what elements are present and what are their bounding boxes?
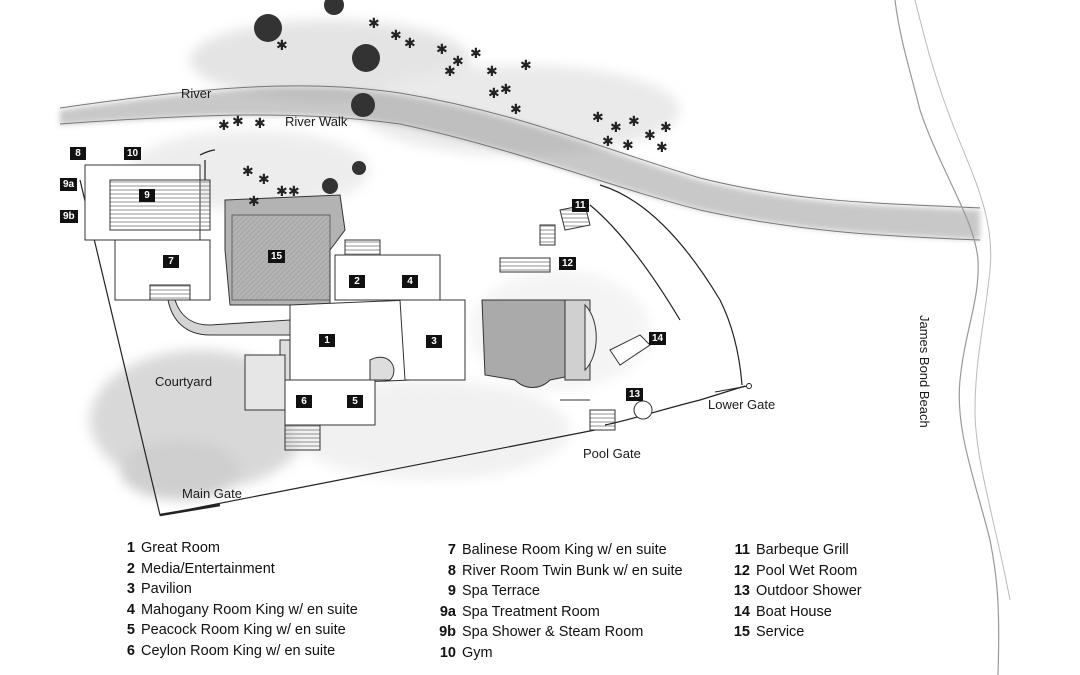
marker-9b: 9b xyxy=(60,210,78,223)
marker-9a: 9a xyxy=(60,178,78,191)
beach-label: James Bond Beach xyxy=(917,315,932,428)
svg-text:✱: ✱ xyxy=(254,116,266,132)
svg-text:✱: ✱ xyxy=(622,138,634,154)
svg-text:✱: ✱ xyxy=(232,114,244,130)
west-wing xyxy=(84,164,291,336)
svg-text:✱: ✱ xyxy=(390,28,402,44)
marker-11: 11 xyxy=(572,199,589,212)
marker-4: 4 xyxy=(402,275,418,288)
svg-text:✱: ✱ xyxy=(242,164,254,180)
svg-text:✱: ✱ xyxy=(368,16,380,32)
courtyard-label: Courtyard xyxy=(155,374,213,389)
marker-13: 13 xyxy=(626,388,644,401)
svg-text:✱: ✱ xyxy=(470,46,482,62)
lower-gate-label: Lower Gate xyxy=(708,397,776,412)
marker-2: 2 xyxy=(349,275,365,288)
river xyxy=(59,0,1011,675)
svg-text:✱: ✱ xyxy=(276,184,288,200)
marker-1: 1 xyxy=(319,334,335,347)
svg-text:✱: ✱ xyxy=(592,110,604,126)
svg-text:✱: ✱ xyxy=(660,120,672,136)
marker-3: 3 xyxy=(426,335,442,348)
svg-text:✱: ✱ xyxy=(656,140,668,156)
trees: ✱✱✱ ✱✱✱ ✱✱✱ ✱✱✱ ✱✱✱ ✱✱✱ ✱✱✱ ✱✱✱ ✱✱✱ ✱✱ xyxy=(218,0,672,210)
marker-15: 15 xyxy=(268,250,286,263)
river-walk-label: River Walk xyxy=(285,114,348,129)
lower-gate xyxy=(714,383,752,393)
marker-10: 10 xyxy=(124,147,142,160)
main-gate-label: Main Gate xyxy=(182,486,242,501)
svg-text:✱: ✱ xyxy=(610,120,622,136)
marker-12: 12 xyxy=(559,257,577,270)
pool-area xyxy=(481,204,653,431)
marker-6: 6 xyxy=(296,395,312,408)
svg-text:✱: ✱ xyxy=(444,64,456,80)
river-label: River xyxy=(181,86,212,101)
svg-text:✱: ✱ xyxy=(510,102,522,118)
svg-text:✱: ✱ xyxy=(404,36,416,52)
svg-text:✱: ✱ xyxy=(644,128,656,144)
svg-text:✱: ✱ xyxy=(486,64,498,80)
svg-text:✱: ✱ xyxy=(452,54,464,70)
svg-text:✱: ✱ xyxy=(500,82,512,98)
svg-text:✱: ✱ xyxy=(436,42,448,58)
marker-7: 7 xyxy=(163,255,179,268)
svg-text:✱: ✱ xyxy=(248,194,260,210)
svg-text:✱: ✱ xyxy=(628,114,640,130)
marker-9: 9 xyxy=(139,189,155,202)
marker-8: 8 xyxy=(70,147,86,160)
marker-14: 14 xyxy=(649,332,667,345)
svg-text:✱: ✱ xyxy=(258,172,270,188)
svg-text:✱: ✱ xyxy=(276,38,288,54)
svg-text:✱: ✱ xyxy=(488,86,500,102)
svg-text:✱: ✱ xyxy=(520,58,532,74)
pool-gate-label: Pool Gate xyxy=(583,446,641,461)
svg-text:✱: ✱ xyxy=(218,118,230,134)
svg-text:✱: ✱ xyxy=(602,134,614,150)
svg-text:✱: ✱ xyxy=(288,184,300,200)
marker-5: 5 xyxy=(347,395,363,408)
